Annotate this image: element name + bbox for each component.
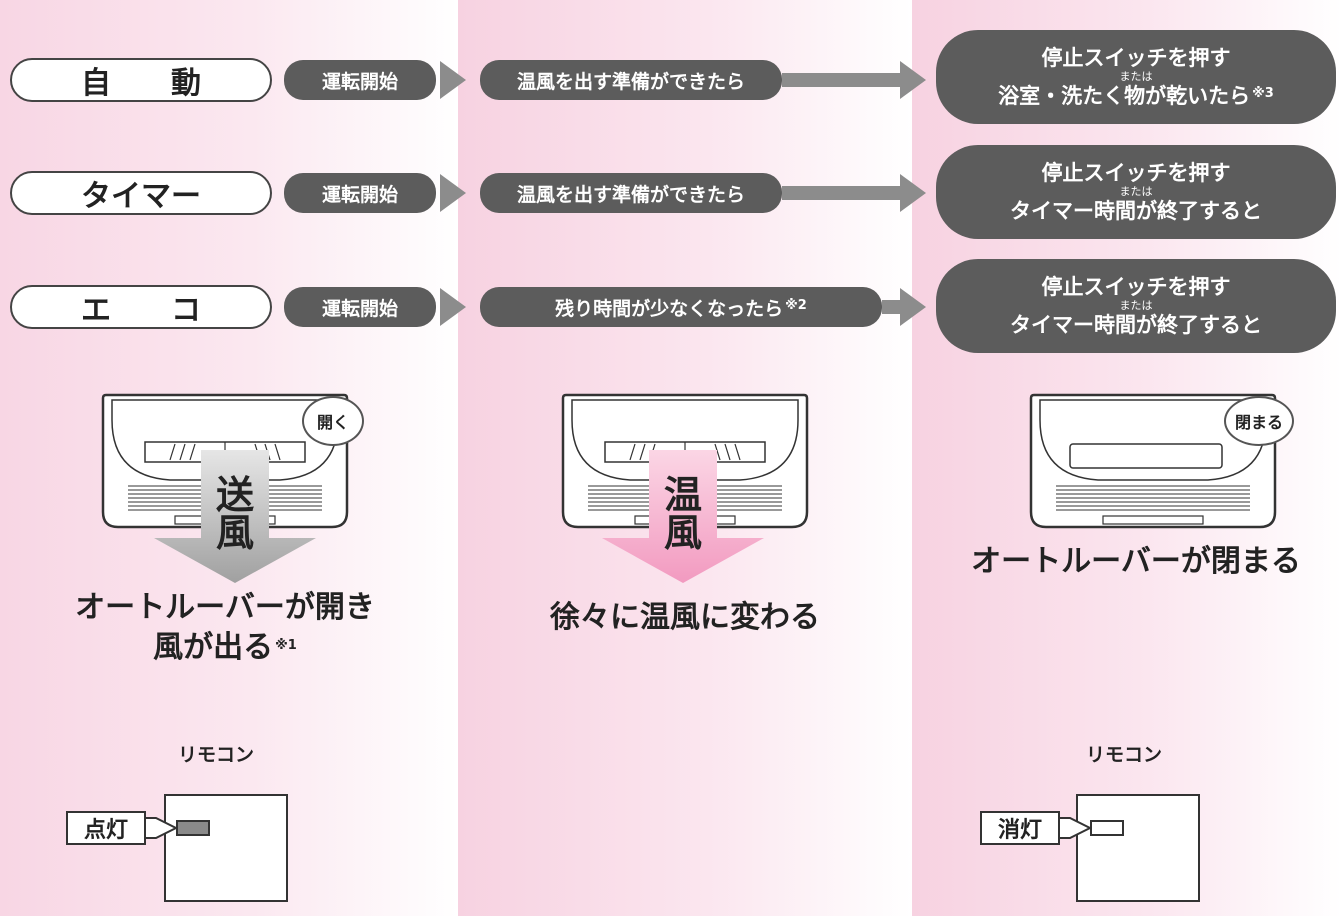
mode-pill-eco: エ コ (10, 285, 272, 329)
or-label: または (1119, 299, 1153, 312)
or-label: または (1119, 70, 1153, 83)
arrow-icon (440, 61, 466, 99)
mode-name: タイマー (81, 179, 201, 214)
arrow-text-2: 風 (663, 511, 702, 555)
remote-label: リモコン (178, 744, 255, 766)
pointer-connector (142, 817, 178, 839)
arrow-icon (900, 174, 926, 212)
arrow-icon (900, 61, 926, 99)
remote-display (164, 794, 288, 902)
stage-caption-3: オートルーバーが閉まる (971, 544, 1301, 579)
arrow-icon (440, 288, 466, 326)
lamp-status-tag: 消灯 (980, 811, 1060, 845)
louver-status-bubble: 閉まる (1224, 396, 1294, 446)
arrow-icon (440, 174, 466, 212)
start-label: 運転開始 (284, 173, 436, 213)
arrow-icon (900, 288, 926, 326)
pointer-connector (1056, 817, 1092, 839)
connector-arrow (782, 73, 902, 87)
mode-pill-timer: タイマー (10, 171, 272, 215)
end-line2: タイマー時間が終了すると (1010, 313, 1262, 337)
arrow-text-1: 送 (215, 473, 254, 517)
louver-status-bubble: 開く (302, 396, 364, 446)
airflow-arrow (154, 450, 316, 583)
mode-name: エ コ (81, 293, 201, 328)
stage-caption-1: オートルーバーが開き 風が出る※1 (75, 590, 375, 665)
dryer-unit-closed (1029, 393, 1277, 529)
connector-arrow (882, 300, 902, 314)
arrow-text-2: 風 (215, 511, 254, 555)
end-condition: 停止スイッチを押す または タイマー時間が終了すると (936, 145, 1336, 239)
stage-caption-2: 徐々に温風に変わる (550, 600, 820, 635)
lamp-indicator (176, 820, 210, 836)
lamp-indicator (1090, 820, 1124, 836)
end-condition: 停止スイッチを押す または タイマー時間が終了すると (936, 259, 1336, 353)
transition-label: 温風を出す準備ができたら (480, 173, 782, 213)
remote-label: リモコン (1086, 744, 1163, 766)
arrow-text-1: 温 (663, 473, 702, 517)
lamp-status-tag: 点灯 (66, 811, 146, 845)
footnote-mark: ※3 (1252, 86, 1274, 101)
end-line1: 停止スイッチを押す (1041, 46, 1231, 70)
remote-display (1076, 794, 1200, 902)
end-line2: タイマー時間が終了すると (1010, 199, 1262, 223)
end-line1: 停止スイッチを押す (1041, 161, 1231, 185)
transition-label: 残り時間が少なくなったら※2 (480, 287, 882, 327)
start-label: 運転開始 (284, 287, 436, 327)
footnote-mark: ※2 (785, 297, 807, 313)
footnote-mark: ※1 (275, 638, 297, 653)
end-line2: 浴室・洗たく物が乾いたら※3 (998, 84, 1274, 108)
connector-arrow (782, 186, 902, 200)
end-line1: 停止スイッチを押す (1041, 275, 1231, 299)
mode-pill-auto: 自 動 (10, 58, 272, 102)
dryer-unit-warm (561, 393, 809, 529)
end-condition: 停止スイッチを押す または 浴室・洗たく物が乾いたら※3 (936, 30, 1336, 124)
start-label: 運転開始 (284, 60, 436, 100)
transition-label: 温風を出す準備ができたら (480, 60, 782, 100)
mode-name: 自 動 (81, 66, 201, 101)
airflow-arrow (602, 450, 764, 583)
or-label: または (1119, 185, 1153, 198)
